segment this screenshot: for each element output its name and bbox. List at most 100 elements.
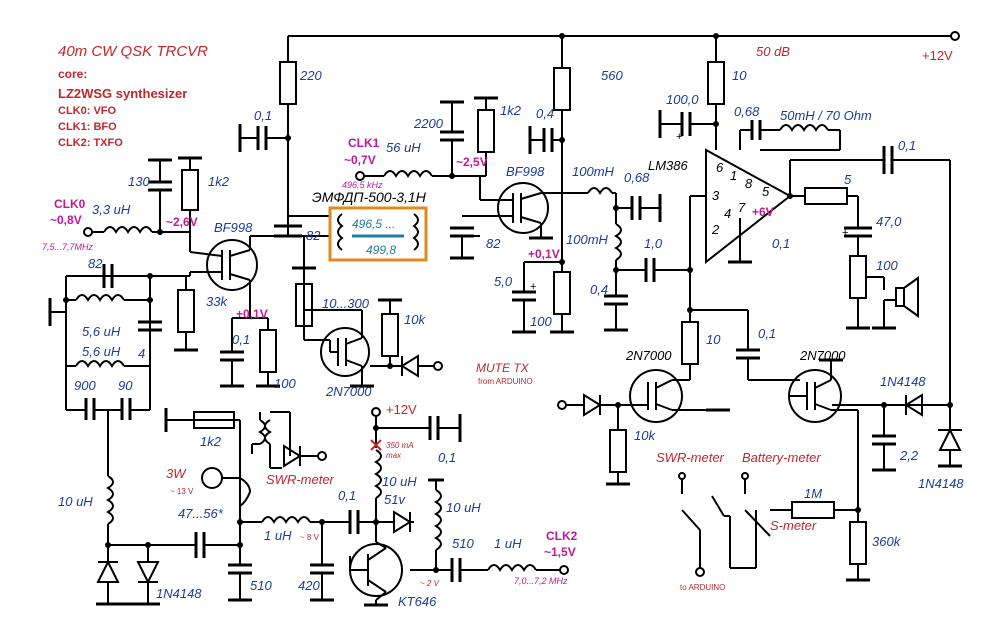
c01f-label: 0,1 (338, 488, 356, 503)
d3-label: 1N4148 (156, 586, 202, 601)
clk0-voltage: ~0,8V (50, 213, 82, 227)
v6-label: +6V (752, 205, 774, 219)
l10c-label: 10 uH (446, 500, 481, 515)
c068-label: 0,68 (734, 104, 760, 119)
r360k-label: 360k (872, 534, 902, 549)
tx-key-input (557, 393, 630, 486)
c2200-label: 2200 (413, 116, 444, 131)
l56a-label: 5,6 uH (82, 324, 121, 339)
synth-label: LZ2WSG synthesizer (58, 86, 187, 101)
smeter-label: S-meter (770, 518, 817, 533)
q2-label: 2N7000 (625, 348, 672, 363)
v2-label: ~ 2 V (420, 579, 440, 588)
qsk-switches (618, 307, 950, 423)
bfo-freq: 496,5 kHz (342, 180, 383, 190)
lm386-amplifier (689, 148, 805, 320)
txfo-freq: 7,0...7,2 MHz (514, 576, 568, 586)
clk0-input (83, 156, 202, 252)
l10b-label: 10 uH (382, 474, 417, 489)
c01a-label: 0,1 (254, 108, 272, 123)
l1-label: 1 uH (264, 528, 292, 543)
clk1-label: CLK1 (348, 136, 380, 150)
output-network (96, 408, 376, 606)
c510a-label: 510 (250, 578, 272, 593)
l1b-label: 1 uH (494, 536, 522, 551)
right-detector (857, 393, 962, 510)
source-bypass-2 (512, 259, 574, 334)
r10mid-label: 10 (706, 332, 721, 347)
supply-label: +12V (922, 48, 953, 63)
c4756-label: 47...56* (178, 506, 224, 521)
header-block: 40m CW QSK TRCVR core: LZ2WSG synthesize… (58, 43, 208, 149)
power-voltage: ~ 13 V (170, 487, 194, 496)
d2-label: 1N4148 (918, 476, 964, 491)
c-100-0 (658, 110, 719, 138)
c01d-label: 0,1 (232, 332, 250, 347)
current-max: max (386, 451, 402, 460)
c100-label: 100,0 (666, 92, 699, 107)
r10-300-label: 10...300 (322, 296, 370, 311)
output-path (789, 146, 951, 405)
c-04-top (528, 126, 565, 154)
clk1-input (355, 96, 498, 181)
pin5: 5 (762, 184, 770, 199)
r220-label: 220 (299, 68, 322, 83)
pin7: 7 (738, 200, 746, 215)
to-arduino-label: to ARDUINO (680, 583, 725, 592)
power-label: 3W (166, 466, 187, 481)
r10k-label: 10k (404, 312, 426, 327)
swr-meter-label: SWR-meter (656, 450, 725, 465)
mute-sub: from ARDUINO (478, 377, 533, 386)
lm386-label: LM386 (648, 158, 689, 173)
l1-voltage: ~ 8 V (300, 533, 320, 542)
mute-switch (304, 298, 443, 388)
clk2-label: CLK2 (546, 529, 578, 543)
c4-label: 4 (138, 346, 145, 361)
c510b-label: 510 (452, 536, 474, 551)
c130-label: 130 (128, 174, 150, 189)
r1k2c-label: 1k2 (200, 434, 222, 449)
gain-label: 50 dB (756, 44, 790, 59)
svg-text:+: + (842, 227, 848, 239)
l10a-label: 10 uH (58, 494, 93, 509)
bf998b-label: BF998 (506, 164, 545, 179)
swr2-label: SWR-meter (266, 472, 335, 487)
c10-label: 1,0 (644, 236, 663, 251)
clk0-desc: CLK0: VFO (58, 105, 117, 117)
d1-label: 1N4148 (880, 374, 926, 389)
bpf-section (562, 187, 693, 332)
l100b-label: 100mH (566, 232, 609, 247)
c420-label: 420 (298, 578, 320, 593)
c50-label: 5,0 (494, 274, 513, 289)
kt646-label: KT646 (398, 594, 437, 609)
pin4: 4 (724, 206, 731, 221)
emf-filter (328, 206, 428, 262)
c22-label: 2,2 (899, 448, 919, 463)
r1k2a-label: 1k2 (500, 103, 522, 118)
clk1-desc: CLK1: BFO (58, 121, 117, 133)
c068b-label: 0,68 (624, 170, 650, 185)
c82c-label: 82 (88, 256, 103, 271)
component-labels: 50 dB +12V 220 560 10 100,0 0,68 50mH / … (42, 44, 964, 609)
filter-label: ЭМФДП-500-3,1Н (312, 189, 427, 205)
l100a-label: 100mH (572, 164, 615, 179)
c47-label: 47,0 (876, 214, 902, 229)
vfo-freq: 7,5...7,7MHz (42, 242, 94, 252)
mixer-1 (189, 235, 288, 300)
bf998a-label: BF998 (214, 220, 253, 235)
c90-label: 90 (118, 378, 133, 393)
v25-label: ~2,5V (456, 155, 488, 169)
title: 40m CW QSK TRCVR (58, 43, 208, 60)
v01b-label: +0,1V (236, 307, 268, 321)
svg-text:+: + (676, 131, 682, 143)
mixer1-bias (150, 272, 280, 388)
supply2-label: +12V (386, 402, 417, 417)
filter-f2: 499,8 (366, 243, 396, 257)
c01e-label: 0,1 (758, 326, 776, 341)
l56b-label: 5,6 uH (82, 344, 121, 359)
c900-label: 900 (74, 378, 96, 393)
c82b-label: 82 (486, 236, 501, 251)
c01g-label: 0,1 (438, 450, 456, 465)
choke-label: 50mH / 70 Ohm (780, 108, 872, 123)
